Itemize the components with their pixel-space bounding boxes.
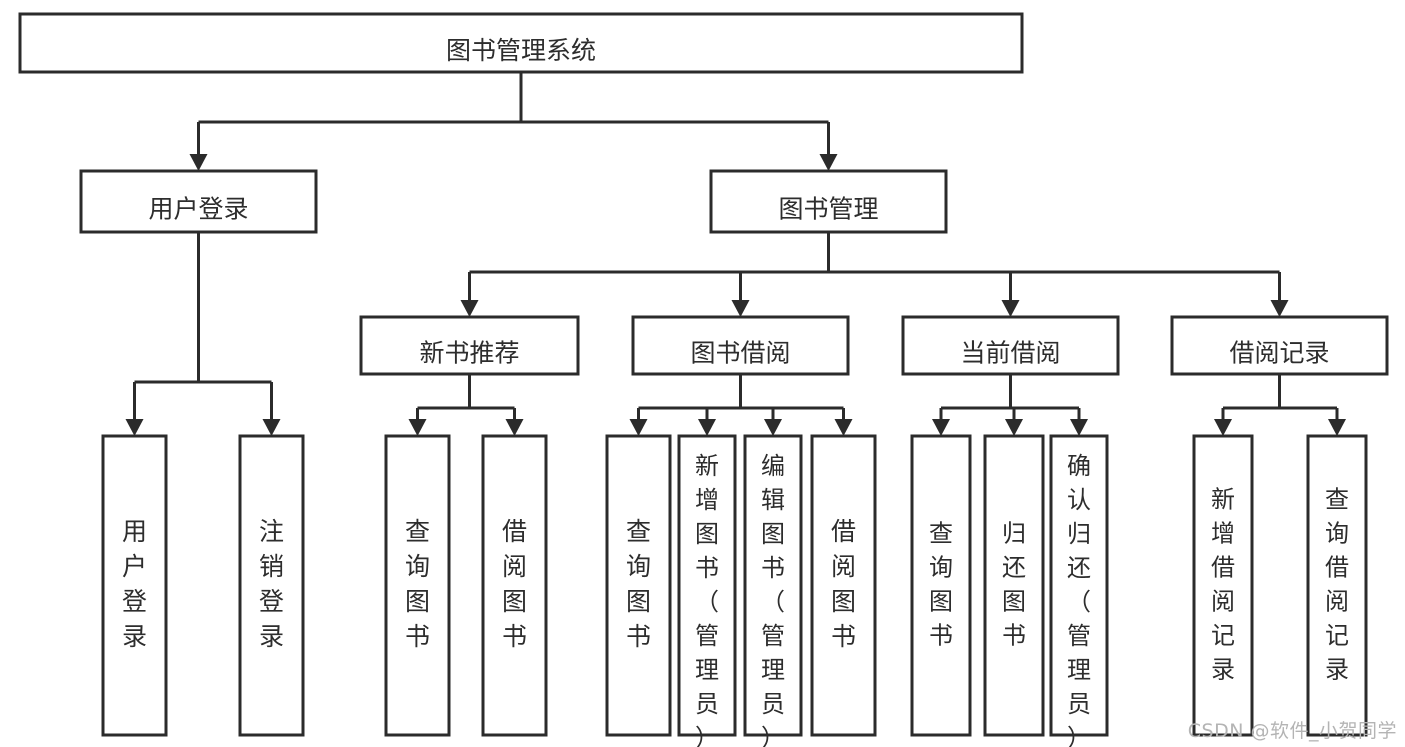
node-box-new-book-recommend (359, 315, 580, 376)
node-box-leaf-add-borrow-record (1192, 434, 1254, 737)
node-leaf-query-borrow-record[interactable]: 查询借阅记录 (1306, 434, 1368, 737)
node-box-root (18, 12, 1024, 74)
node-leaf-borrow-book[interactable]: 借阅图书 (810, 434, 877, 737)
node-label-leaf-add-book-admin: 新增图书（管理员） (695, 452, 719, 747)
node-leaf-borrow-book-rec[interactable]: 借阅图书 (481, 434, 548, 737)
connector-arrowhead (1270, 300, 1289, 317)
node-box-leaf-user-logout (238, 434, 305, 737)
node-leaf-add-book-admin[interactable]: 新增图书（管理员） (677, 434, 737, 747)
connector-arrowhead (834, 419, 853, 436)
node-book-borrow[interactable]: 图书借阅 (631, 315, 850, 376)
node-label-leaf-add-borrow-record: 新增借阅记录 (1211, 486, 1235, 684)
node-label-leaf-user-logout: 注销登录 (259, 517, 284, 651)
node-label-borrow-record: 借阅记录 (1229, 339, 1329, 368)
node-leaf-edit-book-admin[interactable]: 编辑图书（管理员） (743, 434, 803, 747)
node-box-leaf-user-login (101, 434, 168, 737)
node-box-leaf-return-book (983, 434, 1045, 737)
node-box-current-borrow (901, 315, 1120, 376)
node-box-leaf-borrow-book-rec (481, 434, 548, 737)
node-box-leaf-confirm-return-admin (1049, 434, 1109, 737)
node-label-leaf-return-book: 归还图书 (1002, 520, 1026, 650)
node-box-leaf-query-borrow-record (1306, 434, 1368, 737)
node-label-leaf-query-book-rec: 查询图书 (405, 517, 430, 651)
node-root[interactable]: 图书管理系统 (18, 12, 1024, 74)
connector-arrowhead (629, 419, 648, 436)
node-layer: 图书管理系统用户登录图书管理新书推荐图书借阅当前借阅借阅记录用户登录注销登录查询… (18, 12, 1389, 747)
node-label-leaf-query-book-current: 查询图书 (929, 520, 953, 650)
node-label-leaf-user-login: 用户登录 (122, 517, 147, 651)
connector-layer (125, 72, 1346, 436)
node-current-borrow[interactable]: 当前借阅 (901, 315, 1120, 376)
node-label-book-manage: 图书管理 (778, 195, 878, 224)
node-box-book-borrow (631, 315, 850, 376)
node-label-root: 图书管理系统 (446, 36, 596, 65)
node-box-borrow-record (1170, 315, 1389, 376)
node-label-leaf-edit-book-admin: 编辑图书（管理员） (761, 452, 785, 747)
connector-arrowhead (731, 300, 750, 317)
connector-arrowhead (189, 154, 208, 171)
connector-arrowhead (1001, 300, 1020, 317)
node-leaf-query-book-current[interactable]: 查询图书 (910, 434, 972, 737)
node-leaf-user-logout[interactable]: 注销登录 (238, 434, 305, 737)
node-leaf-return-book[interactable]: 归还图书 (983, 434, 1045, 737)
node-box-user-login (79, 169, 318, 234)
node-user-login[interactable]: 用户登录 (79, 169, 318, 234)
connector-arrowhead (262, 419, 281, 436)
node-leaf-query-book-borrow[interactable]: 查询图书 (605, 434, 672, 737)
node-label-leaf-query-book-borrow: 查询图书 (626, 517, 651, 651)
node-box-leaf-query-book-current (910, 434, 972, 737)
node-box-leaf-edit-book-admin (743, 434, 803, 737)
node-box-book-manage (709, 169, 948, 234)
node-label-new-book-recommend: 新书推荐 (419, 339, 519, 368)
connector-arrowhead (1214, 419, 1232, 436)
node-leaf-user-login[interactable]: 用户登录 (101, 434, 168, 737)
connector-arrowhead (460, 300, 479, 317)
connector-arrowhead (1328, 419, 1346, 436)
node-label-leaf-borrow-book: 借阅图书 (831, 517, 856, 651)
node-book-manage[interactable]: 图书管理 (709, 169, 948, 234)
node-label-leaf-query-borrow-record: 查询借阅记录 (1325, 486, 1349, 684)
node-leaf-confirm-return-admin[interactable]: 确认归还（管理员） (1049, 434, 1109, 747)
node-label-book-borrow: 图书借阅 (690, 339, 790, 368)
node-new-book-recommend[interactable]: 新书推荐 (359, 315, 580, 376)
node-label-current-borrow: 当前借阅 (960, 339, 1060, 368)
connector-arrowhead (505, 419, 524, 436)
connector-arrowhead (698, 419, 716, 436)
node-box-leaf-query-book-borrow (605, 434, 672, 737)
node-label-leaf-confirm-return-admin: 确认归还（管理员） (1067, 452, 1091, 747)
connector-arrowhead (1005, 419, 1023, 436)
node-leaf-add-borrow-record[interactable]: 新增借阅记录 (1192, 434, 1254, 737)
node-label-leaf-borrow-book-rec: 借阅图书 (502, 517, 527, 651)
connector-arrowhead (408, 419, 427, 436)
node-box-leaf-add-book-admin (677, 434, 737, 737)
connector-arrowhead (125, 419, 144, 436)
node-leaf-query-book-rec[interactable]: 查询图书 (384, 434, 451, 737)
connector-arrowhead (1070, 419, 1088, 436)
node-borrow-record[interactable]: 借阅记录 (1170, 315, 1389, 376)
node-box-leaf-borrow-book (810, 434, 877, 737)
node-box-leaf-query-book-rec (384, 434, 451, 737)
node-label-user-login: 用户登录 (148, 195, 248, 224)
connector-arrowhead (764, 419, 782, 436)
connector-arrowhead (932, 419, 950, 436)
connector-arrowhead (819, 154, 838, 171)
